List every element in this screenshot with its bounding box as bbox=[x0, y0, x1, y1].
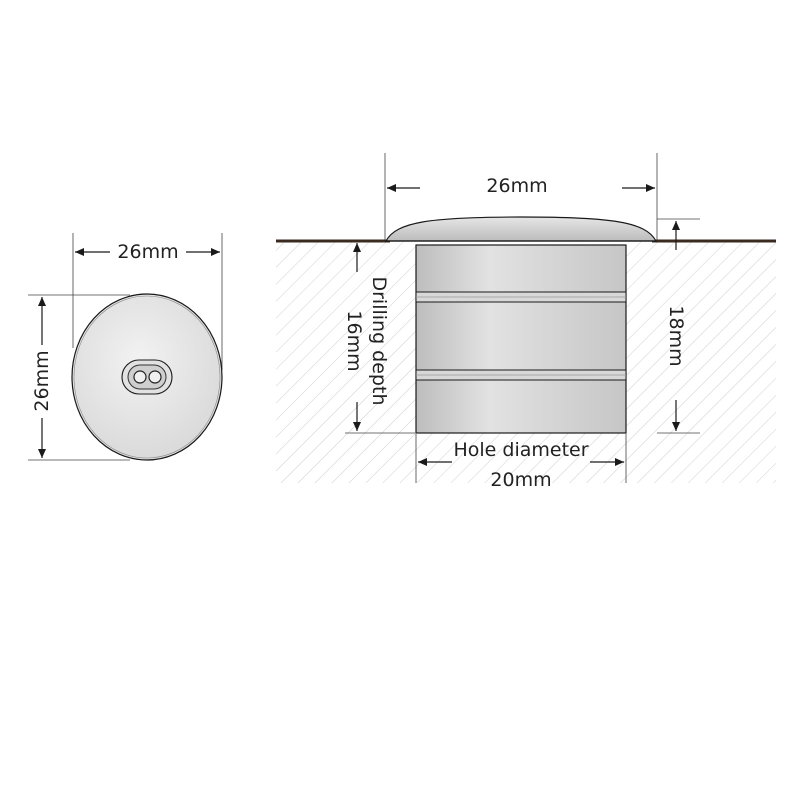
body-height-label: 18mm bbox=[665, 305, 687, 366]
front-height-label: 26mm bbox=[31, 350, 53, 411]
drilling-depth-value: 16mm bbox=[343, 310, 365, 371]
front-width-label: 26mm bbox=[117, 241, 178, 263]
drilling-depth-label: Drilling depth bbox=[368, 276, 390, 405]
front-view: 26mm 26mm bbox=[28, 233, 223, 461]
section-view: 26mm 18mm Drilling depth 16mm Hole diame… bbox=[276, 153, 776, 491]
light-face-rim bbox=[73, 295, 221, 459]
led-left-icon bbox=[133, 370, 147, 384]
light-cap bbox=[385, 216, 657, 242]
light-body bbox=[415, 244, 627, 434]
cap-width-label: 26mm bbox=[486, 175, 547, 197]
led-right-icon bbox=[148, 370, 162, 384]
hole-diameter-value: 20mm bbox=[490, 469, 551, 491]
hole-diameter-label: Hole diameter bbox=[453, 439, 588, 461]
